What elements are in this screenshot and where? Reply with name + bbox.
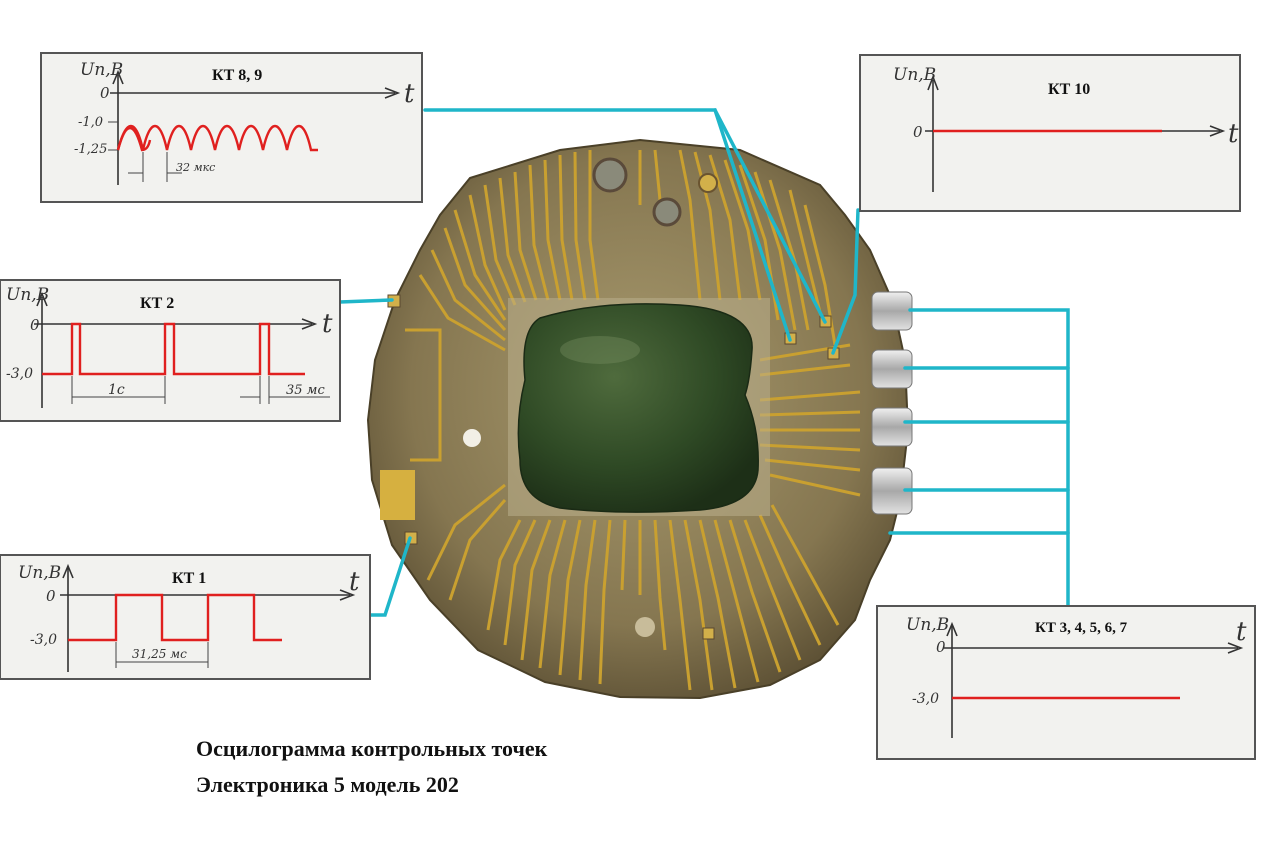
panel-title: КТ 2 — [140, 295, 174, 312]
panel-frame — [859, 54, 1241, 212]
y-axis-arrow — [927, 74, 939, 91]
panel-frame — [876, 605, 1256, 760]
panel-title: КТ 3, 4, 5, 6, 7 — [1035, 620, 1128, 636]
signal-sine-wave — [116, 125, 318, 152]
y-tick-0: 0 — [100, 84, 110, 102]
gold-pad — [380, 470, 415, 520]
panel-frame — [0, 554, 371, 680]
caption-line-1: Осцилограмма контрольных точек — [196, 736, 548, 761]
connector-kt2 — [338, 298, 394, 304]
dim-label: 32 мкс — [176, 161, 215, 174]
t-label: t — [349, 567, 360, 597]
signal-pulse — [42, 322, 305, 376]
t-axis-arrow — [339, 589, 356, 601]
y-tick-0: 0 — [46, 587, 56, 605]
t-label: t — [404, 79, 415, 109]
mounting-hole — [635, 617, 655, 637]
gold-traces — [405, 149, 861, 691]
y-tick-1: -1,0 — [78, 115, 103, 130]
y-unit-label: Un,B — [893, 65, 936, 85]
y-unit-label: Un,B — [18, 563, 61, 583]
connector-kt9 — [713, 108, 827, 324]
y-tick-1: -3,0 — [6, 366, 33, 382]
y-unit-label: Un,B — [6, 285, 49, 305]
connector-pad — [871, 291, 913, 331]
y-unit-label: Un,B — [906, 615, 949, 635]
panel-kt89: Un,B t КТ 8, 9 0 -1,0 -1,25 32 мкс — [40, 52, 423, 203]
solder-joint — [652, 197, 682, 227]
y-tick-2: -1,25 — [74, 142, 107, 157]
connector-pad — [871, 407, 913, 447]
y-tick-0: 0 — [30, 316, 40, 334]
panel-title: КТ 10 — [1048, 81, 1090, 98]
y-axis-arrow — [112, 69, 124, 85]
y-axis-arrow — [36, 291, 48, 307]
panel-kt3-7: Un,B t КТ 3, 4, 5, 6, 7 0 -3,0 — [876, 605, 1256, 760]
y-tick-0: 0 — [913, 123, 923, 141]
y-tick-1: -3,0 — [912, 691, 939, 707]
panel-kt1: Un,B t КТ 1 0 -3,0 31,25 мс — [0, 554, 371, 680]
t-axis-arrow — [1209, 125, 1226, 137]
panel-kt2: Un,B t КТ 2 0 -3,0 1с 35 мс — [0, 279, 341, 422]
signal-square — [68, 593, 282, 642]
t-label: t — [1236, 617, 1247, 647]
solder-joint — [592, 157, 628, 193]
via — [698, 173, 718, 193]
blob-highlight — [560, 336, 640, 364]
panel-title: КТ 1 — [172, 570, 206, 587]
via — [702, 627, 715, 640]
dim-label-period: 1с — [108, 382, 125, 398]
caption-line-2: Электроника 5 модель 202 — [196, 772, 459, 797]
t-axis-arrow — [301, 318, 318, 330]
y-axis-arrow — [946, 621, 958, 637]
connector-kt3-bus — [908, 308, 1070, 607]
mounting-hole — [463, 429, 481, 447]
y-unit-label: Un,B — [80, 60, 123, 80]
panel-kt10: Un,B t КТ 10 0 — [859, 54, 1241, 212]
y-axis-arrow — [62, 563, 74, 579]
connector-lines — [338, 108, 1070, 617]
t-label: t — [1228, 119, 1239, 149]
t-axis-arrow — [384, 87, 401, 99]
connector-pads — [871, 291, 913, 515]
panel-title: КТ 8, 9 — [212, 67, 262, 84]
connector-kt10 — [831, 208, 860, 355]
y-tick-1: -3,0 — [30, 632, 57, 648]
pcb-board — [366, 138, 913, 700]
t-axis-arrow — [1227, 642, 1244, 654]
compound-blob — [517, 303, 759, 513]
y-tick-0: 0 — [936, 638, 946, 656]
dim-label: 31,25 мс — [132, 647, 187, 661]
dim-label-pulse: 35 мс — [286, 383, 325, 398]
t-label: t — [322, 309, 333, 339]
